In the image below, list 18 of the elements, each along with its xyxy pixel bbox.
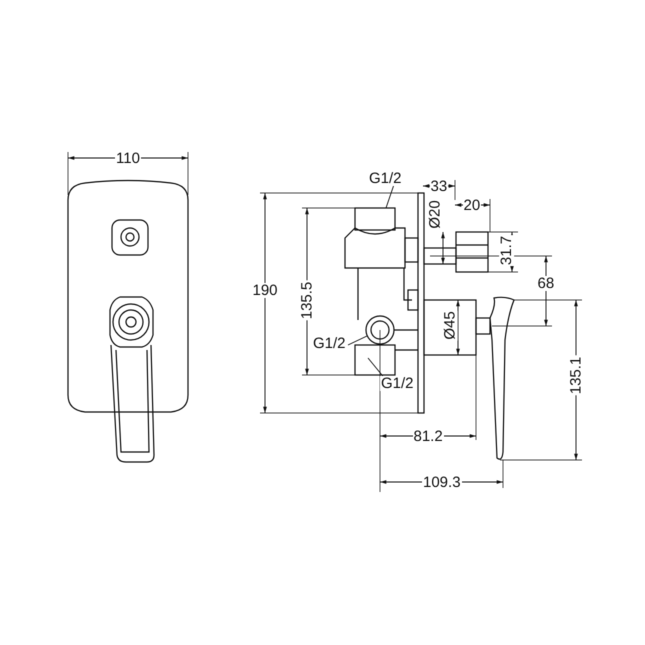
leader-line — [386, 186, 394, 208]
dimension-label: 190 — [252, 282, 279, 298]
dimension-label: Ø45 — [442, 310, 458, 340]
thread-label: G1/2 — [312, 336, 347, 351]
dimension-label: 109.3 — [422, 474, 462, 490]
leader-line — [348, 336, 368, 346]
thread-label: G1/2 — [368, 171, 403, 186]
dimension-label: Ø20 — [428, 198, 443, 230]
dimension-label: 135.1 — [568, 355, 584, 395]
thread-label: G1/2 — [380, 376, 415, 391]
leader-line — [368, 358, 384, 376]
dimension-label: 68 — [536, 276, 556, 290]
dimension-label: 110 — [115, 150, 141, 166]
dimension-label: 31.7 — [498, 234, 514, 266]
dimension-label: 20 — [462, 198, 482, 212]
dimension-label: 135.5 — [299, 280, 314, 320]
dimension-label: 33 — [430, 178, 448, 194]
dimension-label: 81.2 — [412, 428, 444, 444]
